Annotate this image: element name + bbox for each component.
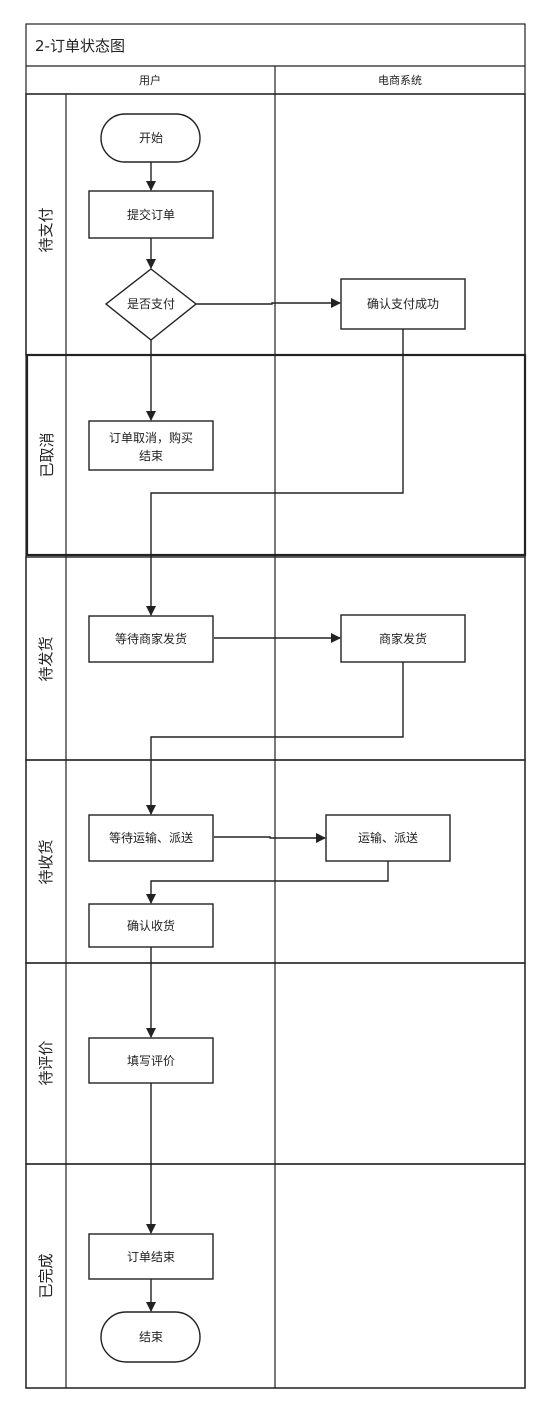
node-confirm-payment: 确认支付成功 <box>340 278 466 330</box>
column-header-user: 用户 <box>139 73 161 87</box>
lane-completed-border <box>25 1163 526 1389</box>
node-order-end: 订单结束 <box>88 1233 214 1280</box>
node-write-review: 填写评价 <box>88 1037 214 1084</box>
edge-merchant-ship-to-wait-delivery <box>146 662 404 815</box>
node-order-end-label: 订单结束 <box>127 1250 175 1264</box>
column-header-system: 电商系统 <box>378 73 422 87</box>
node-wait-delivery-label: 等待运输、派送 <box>109 830 193 845</box>
edge-wait-delivery-to-transport <box>214 833 326 843</box>
lane-label-cancelled: 已取消 <box>38 432 56 477</box>
diagram-title: 2-订单状态图 <box>35 37 125 55</box>
node-is-paid-label: 是否支付 <box>127 297 175 311</box>
edge-decision-to-confirm-payment <box>196 298 341 308</box>
node-end: 结束 <box>100 1311 201 1363</box>
node-order-cancelled-label-line2: 结束 <box>139 449 163 463</box>
node-end-label: 结束 <box>139 1330 163 1344</box>
node-submit-order: 提交订单 <box>88 190 214 239</box>
node-confirm-receipt: 确认收货 <box>88 903 214 948</box>
node-wait-shipment: 等待商家发货 <box>88 615 214 663</box>
node-wait-delivery: 等待运输、派送 <box>88 814 214 862</box>
node-merchant-ship: 商家发货 <box>340 614 466 663</box>
node-transport: 运输、派送 <box>325 814 451 862</box>
lane-label-pending-payment: 待支付 <box>37 207 55 252</box>
lane-label-pending-shipment: 待发货 <box>37 636 55 681</box>
node-is-paid-decision: 是否支付 <box>104 268 198 341</box>
node-write-review-label: 填写评价 <box>127 1054 175 1068</box>
edge-confirm-payment-to-wait-shipment <box>146 329 404 616</box>
node-submit-order-label: 提交订单 <box>127 207 175 222</box>
lane-label-pending-receipt: 待收货 <box>37 839 55 884</box>
node-start: 开始 <box>100 113 201 163</box>
node-confirm-payment-label: 确认支付成功 <box>367 297 439 311</box>
node-wait-shipment-label: 等待商家发货 <box>115 631 187 646</box>
edge-transport-to-confirm-receipt <box>146 861 389 904</box>
node-transport-label: 运输、派送 <box>358 830 418 845</box>
lane-label-completed: 已完成 <box>37 1253 55 1298</box>
node-order-cancelled: 订单取消，购买 结束 <box>88 420 214 471</box>
lane-label-pending-review: 待评价 <box>37 1040 55 1085</box>
lane-cancelled-border <box>25 353 527 557</box>
node-confirm-receipt-label: 确认收货 <box>127 918 175 933</box>
node-merchant-ship-label: 商家发货 <box>379 631 427 646</box>
node-start-label: 开始 <box>139 131 163 145</box>
node-order-cancelled-label-line1: 订单取消，购买 <box>109 430 193 445</box>
